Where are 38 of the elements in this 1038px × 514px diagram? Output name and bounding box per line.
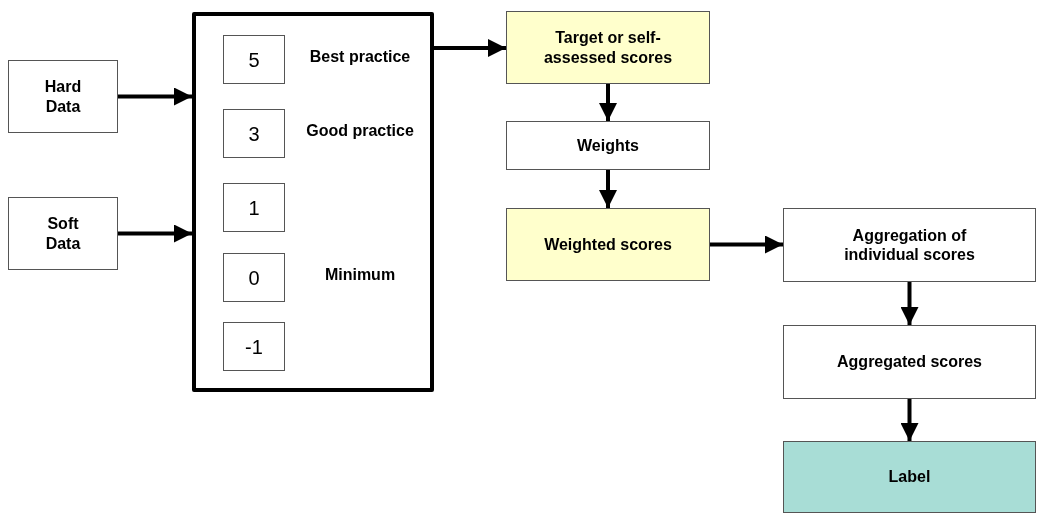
score-box	[223, 109, 285, 158]
box-text: Aggregated scores	[837, 352, 982, 372]
arrow	[599, 170, 617, 208]
process-box	[506, 208, 710, 281]
box-text: Label	[888, 467, 931, 487]
arrow	[900, 282, 919, 325]
box-text: Soft Data	[45, 214, 81, 253]
score-box	[223, 35, 285, 84]
process-box	[506, 121, 710, 170]
score-box	[223, 183, 285, 232]
box-text: 3	[248, 121, 260, 146]
score-caption: Best practice	[308, 46, 412, 67]
arrow	[599, 84, 617, 121]
box-text: Target or self-assessed scores	[542, 28, 674, 67]
arrow	[118, 87, 192, 106]
process-box	[783, 441, 1036, 513]
score-box	[223, 322, 285, 371]
score-caption: Good practice	[305, 120, 415, 141]
box-text: 5	[248, 47, 260, 72]
process-box	[783, 208, 1036, 282]
frame-box	[192, 12, 434, 392]
score-caption: Minimum	[323, 264, 397, 285]
box-text: Hard Data	[44, 77, 82, 116]
process-box	[8, 60, 118, 133]
score-box	[223, 253, 285, 302]
box-text: Aggregation of individual scores	[843, 225, 976, 265]
arrow	[900, 399, 919, 441]
process-box	[506, 11, 710, 84]
box-text: -1	[245, 334, 263, 359]
arrow	[710, 235, 783, 254]
arrow	[118, 224, 192, 243]
box-text: Weights	[577, 135, 639, 156]
box-text: 1	[248, 195, 260, 220]
process-box	[8, 197, 118, 270]
arrow	[434, 39, 506, 57]
process-box	[783, 325, 1036, 399]
box-text: Weighted scores	[544, 234, 672, 255]
box-text: 0	[248, 265, 260, 290]
